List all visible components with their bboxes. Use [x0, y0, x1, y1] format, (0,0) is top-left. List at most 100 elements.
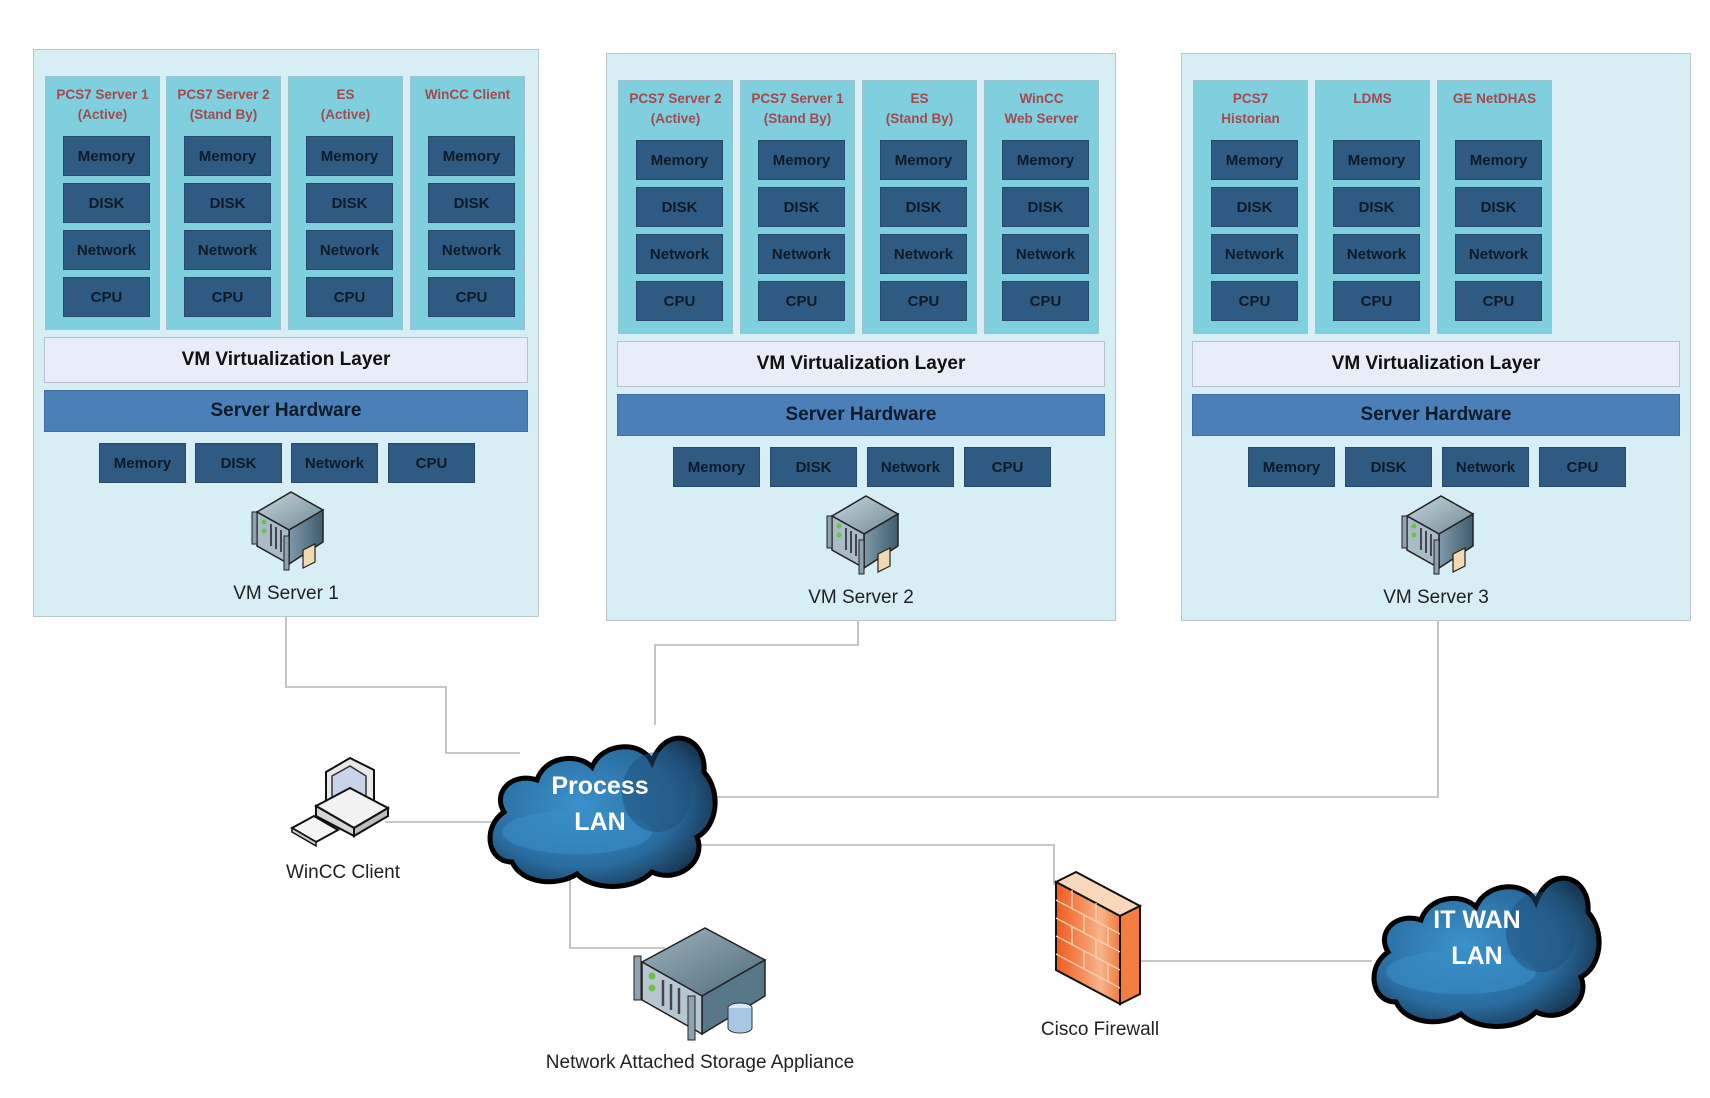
firewall-icon[interactable]: [1052, 870, 1144, 1012]
wire-server1-to-process-lan: [285, 616, 520, 754]
process-lan-cloud-icon[interactable]: [482, 712, 718, 892]
vm-cpu: CPU: [1002, 281, 1089, 321]
hw-disk: DISK: [1345, 447, 1432, 487]
vm-title: LDMS: [1353, 91, 1392, 106]
vm-title: PCS7 Server 1 (Stand By): [751, 91, 844, 126]
vm-network: Network: [306, 230, 393, 270]
vm-server-3: PCS7 Historian Memory DISK Network CPU L…: [1181, 53, 1691, 621]
it-wan-cloud-icon[interactable]: [1364, 852, 1604, 1032]
vm-server-1: PCS7 Server 1 (Active) Memory DISK Netwo…: [33, 49, 539, 617]
vm-memory: Memory: [1333, 140, 1420, 180]
vm-disk: DISK: [428, 183, 515, 223]
vm-network: Network: [1333, 234, 1420, 274]
vm-disk: DISK: [636, 187, 723, 227]
vm-network: Network: [184, 230, 271, 270]
vm-network: Network: [880, 234, 967, 274]
server-icon: [1401, 495, 1475, 575]
vm-memory: Memory: [1002, 140, 1089, 180]
hw-cpu: CPU: [388, 443, 475, 483]
nas-label: Network Attached Storage Appliance: [545, 1052, 855, 1073]
host-label: VM Server 1: [233, 583, 339, 604]
vm-title: ES (Stand By): [885, 91, 954, 126]
vm-cpu: CPU: [63, 277, 150, 317]
wire-process-lan-to-firewall: [690, 844, 1055, 885]
firewall-label: Cisco Firewall: [1040, 1019, 1160, 1040]
vm-es-active[interactable]: ES (Active) Memory DISK Network CPU: [288, 76, 403, 330]
workstation-icon[interactable]: [288, 750, 396, 850]
nas-storage-icon[interactable]: [630, 926, 770, 1044]
vm-title: WinCC Client: [424, 87, 511, 102]
vm-cpu: CPU: [184, 277, 271, 317]
vm-cpu: CPU: [880, 281, 967, 321]
hw-memory: Memory: [673, 447, 760, 487]
server-icon: [251, 491, 325, 571]
vm-disk: DISK: [1211, 187, 1298, 227]
vm-virtualization-layer: VM Virtualization Layer: [617, 341, 1105, 387]
vm-server-2: PCS7 Server 2 (Active) Memory DISK Netwo…: [606, 53, 1116, 621]
vm-network: Network: [1211, 234, 1298, 274]
host-label: VM Server 3: [1383, 587, 1489, 608]
vm-cpu: CPU: [1455, 281, 1542, 321]
vm-ldms[interactable]: LDMS Memory DISK Network CPU: [1315, 80, 1430, 334]
hw-cpu: CPU: [964, 447, 1051, 487]
vm-memory: Memory: [758, 140, 845, 180]
vm-virtualization-layer: VM Virtualization Layer: [1192, 341, 1680, 387]
vm-pcs7-historian[interactable]: PCS7 Historian Memory DISK Network CPU: [1193, 80, 1308, 334]
vm-wincc-client[interactable]: WinCC Client Memory DISK Network CPU: [410, 76, 525, 330]
vm-title: PCS7 Server 1 (Active): [56, 87, 149, 122]
vm-memory: Memory: [306, 136, 393, 176]
vm-es-standby[interactable]: ES (Stand By) Memory DISK Network CPU: [862, 80, 977, 334]
vm-memory: Memory: [184, 136, 271, 176]
vm-network: Network: [636, 234, 723, 274]
server-hardware: Server Hardware: [1192, 394, 1680, 436]
vm-ge-netdhas[interactable]: GE NetDHAS Memory DISK Network CPU: [1437, 80, 1552, 334]
wire-server3-to-process-lan: [705, 620, 1439, 798]
vm-cpu: CPU: [636, 281, 723, 321]
vm-disk: DISK: [880, 187, 967, 227]
vm-disk: DISK: [63, 183, 150, 223]
it-wan-label: IT WAN LAN: [1433, 906, 1521, 970]
vm-pcs7-server-2-standby[interactable]: PCS7 Server 2 (Stand By) Memory DISK Net…: [166, 76, 281, 330]
server-hardware: Server Hardware: [44, 390, 528, 432]
vm-network: Network: [428, 230, 515, 270]
vm-cpu: CPU: [428, 277, 515, 317]
server-hardware: Server Hardware: [617, 394, 1105, 436]
vm-title: PCS7 Server 2 (Stand By): [177, 87, 270, 122]
vm-title: PCS7 Historian: [1221, 91, 1280, 126]
hw-memory: Memory: [99, 443, 186, 483]
wire-process-lan-to-nas: [569, 878, 665, 949]
vm-wincc-web-server[interactable]: WinCC Web Server Memory DISK Network CPU: [984, 80, 1099, 334]
vm-memory: Memory: [1455, 140, 1542, 180]
vm-pcs7-server-1-standby[interactable]: PCS7 Server 1 (Stand By) Memory DISK Net…: [740, 80, 855, 334]
vm-memory: Memory: [636, 140, 723, 180]
wire-server2-to-process-lan: [654, 620, 859, 725]
vm-disk: DISK: [1455, 187, 1542, 227]
vm-disk: DISK: [306, 183, 393, 223]
hw-network: Network: [867, 447, 954, 487]
vm-cpu: CPU: [758, 281, 845, 321]
vm-memory: Memory: [1211, 140, 1298, 180]
vm-network: Network: [63, 230, 150, 270]
vm-disk: DISK: [1333, 187, 1420, 227]
vm-cpu: CPU: [1211, 281, 1298, 321]
process-lan-label: Process LAN: [551, 772, 649, 836]
vm-cpu: CPU: [306, 277, 393, 317]
vm-title: GE NetDHAS: [1452, 91, 1537, 106]
server-icon: [826, 495, 900, 575]
vm-network: Network: [758, 234, 845, 274]
vm-pcs7-server-1-active[interactable]: PCS7 Server 1 (Active) Memory DISK Netwo…: [45, 76, 160, 330]
vm-title: PCS7 Server 2 (Active): [629, 91, 722, 126]
vm-memory: Memory: [63, 136, 150, 176]
vm-pcs7-server-2-active[interactable]: PCS7 Server 2 (Active) Memory DISK Netwo…: [618, 80, 733, 334]
vm-title: WinCC Web Server: [1004, 91, 1079, 126]
vm-virtualization-layer: VM Virtualization Layer: [44, 337, 528, 383]
vm-network: Network: [1455, 234, 1542, 274]
vm-cpu: CPU: [1333, 281, 1420, 321]
hw-cpu: CPU: [1539, 447, 1626, 487]
vm-memory: Memory: [880, 140, 967, 180]
vm-title: ES (Active): [320, 87, 371, 122]
vm-memory: Memory: [428, 136, 515, 176]
host-label: VM Server 2: [808, 587, 914, 608]
hw-network: Network: [1442, 447, 1529, 487]
